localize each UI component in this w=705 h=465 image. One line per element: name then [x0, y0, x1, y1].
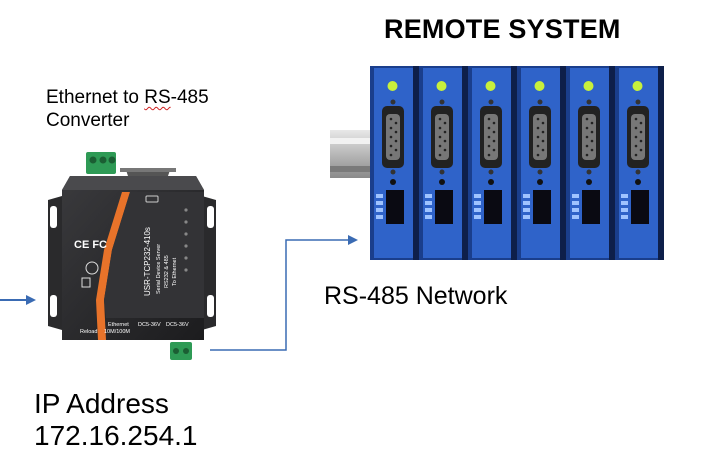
power-label-2: DC5-36V [166, 322, 189, 328]
device-subtitle-1: Serial Device Server [156, 244, 162, 294]
io-module-4 [517, 66, 566, 260]
usb-port-icon [145, 195, 159, 203]
optical-port-3 [484, 190, 502, 224]
port-speed-label: 10M/100M [104, 329, 130, 335]
cert-marks: CE FC [74, 239, 107, 251]
bottom-terminal-block [170, 342, 192, 360]
remote-system-title: REMOTE SYSTEM [384, 14, 621, 44]
device-model: USR-TCP232-410s [143, 227, 152, 296]
optical-port-6 [631, 190, 649, 224]
module-led-4 [534, 81, 545, 91]
module-led-5 [583, 81, 594, 91]
recycle-icon [85, 261, 99, 275]
bin-icon [81, 277, 91, 288]
io-module-6 [615, 66, 664, 260]
converter-label-prefix: Ethernet to [46, 87, 145, 108]
network-label: RS-485 Network [324, 282, 508, 310]
module-led-6 [632, 81, 643, 91]
reload-label: Reload [80, 329, 97, 335]
rs485-connection-arrow [210, 235, 358, 351]
converter-label-rs: RS [144, 87, 171, 108]
module-led-1 [387, 81, 398, 91]
optical-port-2 [435, 190, 453, 224]
converter-device: USR-TCP232-410s Serial Device Server RS2… [48, 152, 216, 360]
top-terminal-block [86, 152, 116, 174]
module-led-2 [436, 81, 447, 91]
io-module-2 [419, 66, 468, 260]
module-led-3 [485, 81, 496, 91]
ip-address-label: IP Address [34, 388, 169, 419]
optical-port-1 [386, 190, 404, 224]
device-subtitle-3: To Ethernet [172, 257, 178, 286]
device-subtitle-2: RS232 & 485 [164, 255, 170, 288]
port-ethernet-label: Ethernet [108, 322, 129, 328]
remote-system [330, 66, 664, 260]
converter-label-line2: Converter [46, 110, 130, 131]
optical-port-4 [533, 190, 551, 224]
power-label-1: DC5-36V [138, 322, 161, 328]
optical-port-5 [582, 190, 600, 224]
device-status-leds [184, 208, 188, 272]
io-module-1 [370, 66, 419, 260]
io-module-3 [468, 66, 517, 260]
orange-stripe [96, 192, 130, 340]
converter-label-suffix: -485 [170, 87, 209, 108]
io-module-5 [566, 66, 615, 260]
ip-address-value: 172.16.254.1 [34, 420, 198, 451]
io-modules [370, 66, 664, 260]
